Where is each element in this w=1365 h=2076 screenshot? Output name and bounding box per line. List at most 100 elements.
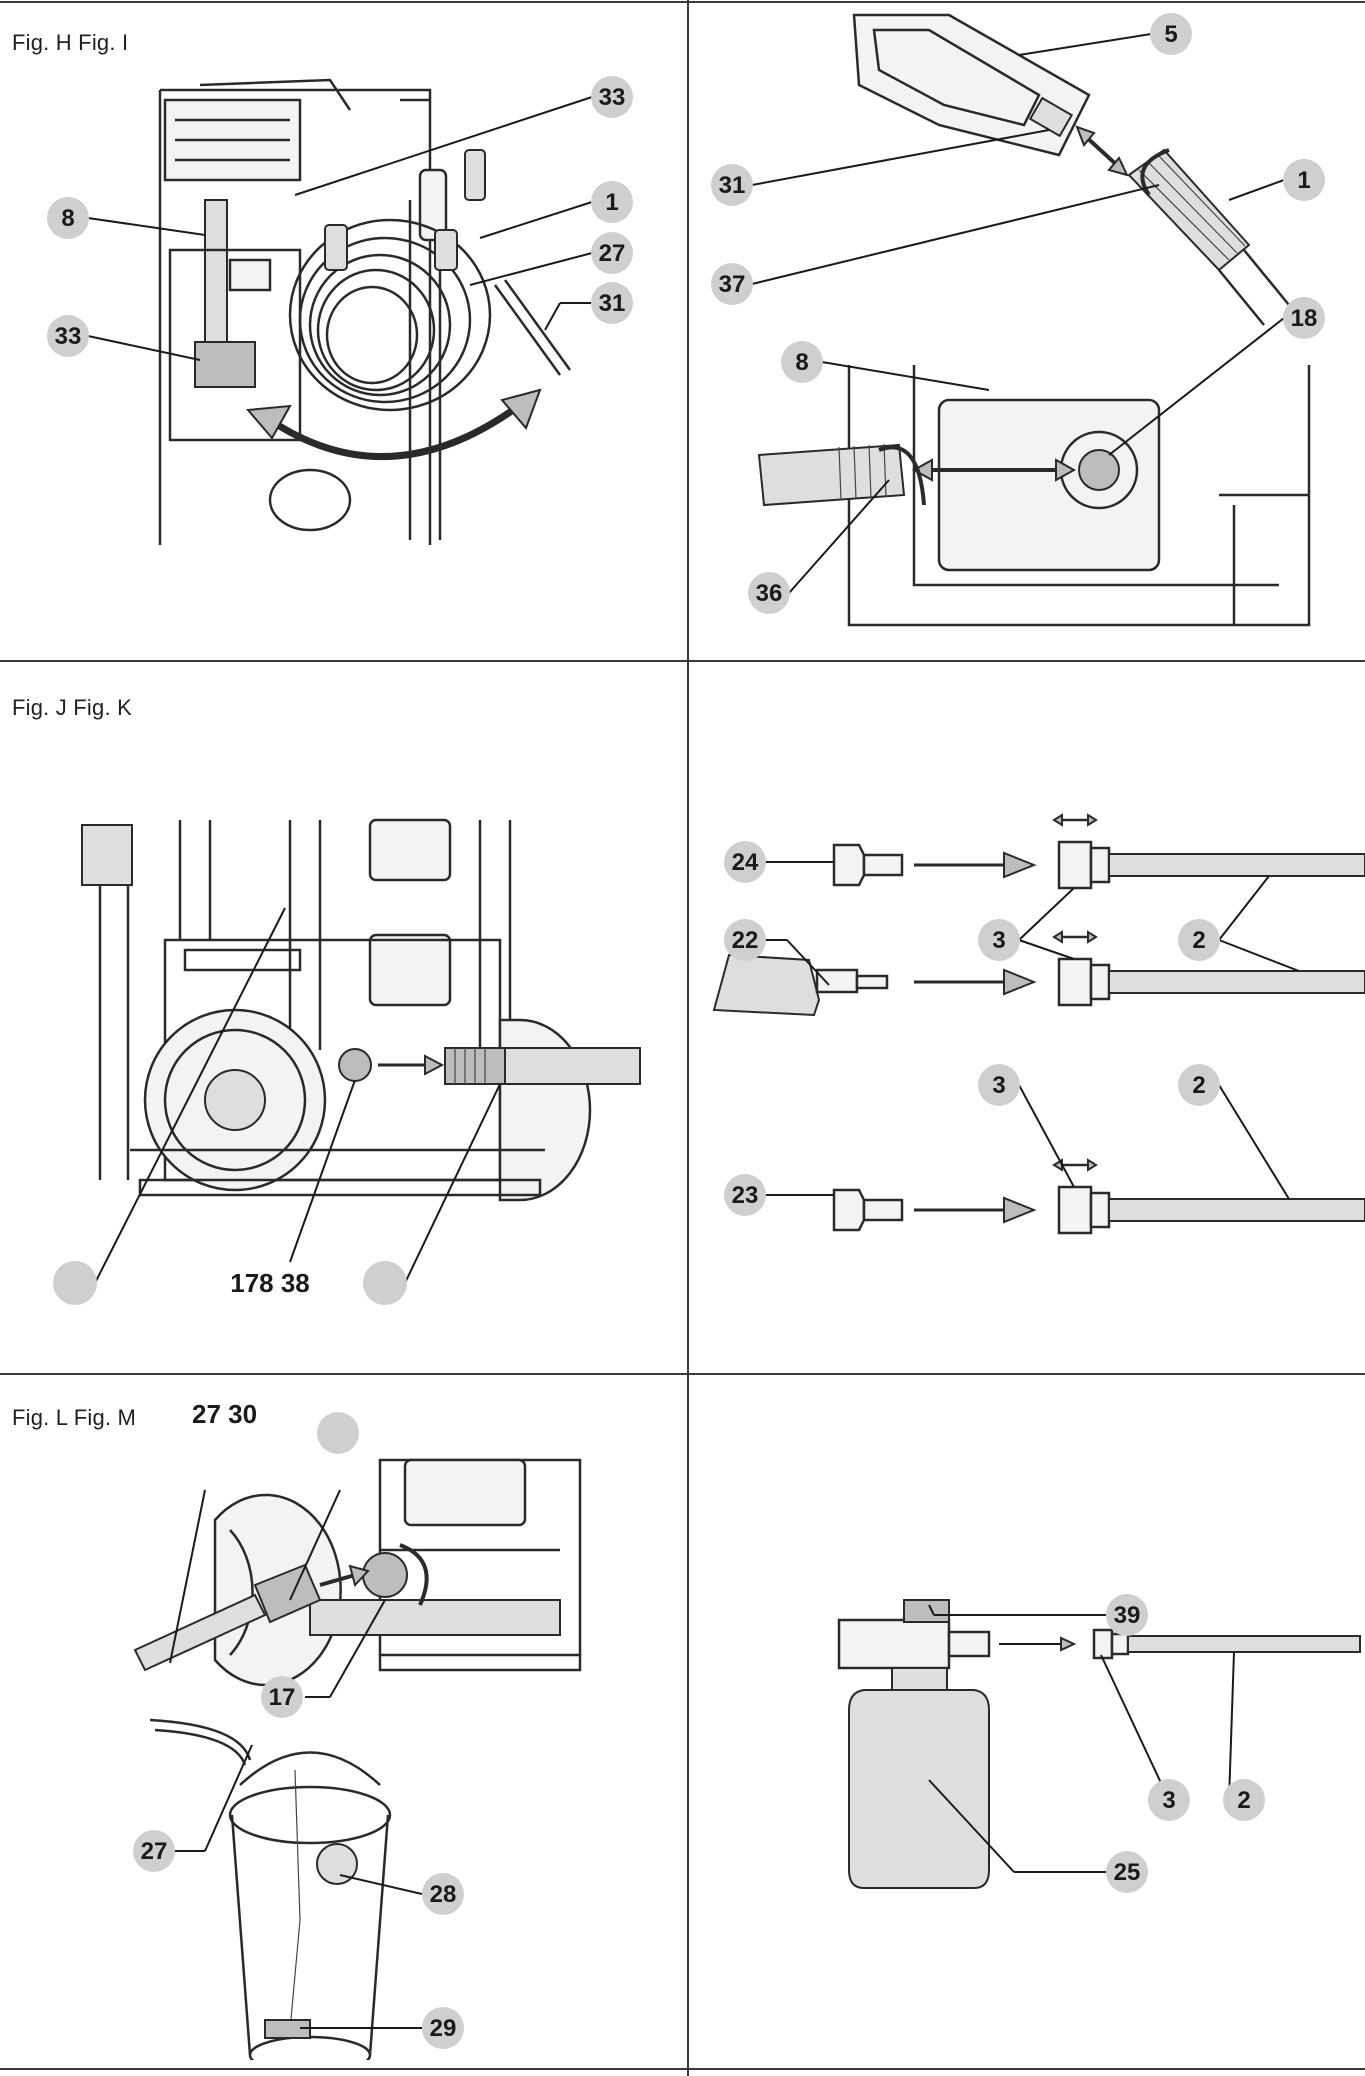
gun-holder	[81, 824, 133, 886]
leader-25	[928, 1779, 1015, 1873]
figure-k: 24 22 3 2 3 2	[689, 800, 1365, 1240]
callout-8: 8	[781, 341, 823, 383]
leader-31	[751, 129, 1050, 186]
callout-33-left: 33	[47, 315, 89, 357]
callout-17-8-38-label: 178 38	[230, 1268, 310, 1298]
turbo-nozzle-22-body	[712, 953, 821, 1017]
float-28	[316, 1843, 358, 1885]
top-rule	[0, 1, 1365, 3]
callout-label: 2	[1192, 1072, 1205, 1099]
arrowhead	[1075, 125, 1096, 147]
rotation-arrow	[268, 402, 523, 461]
callout-label: 29	[430, 2015, 457, 2042]
leader-30	[289, 1489, 341, 1601]
suction-hose-lower	[149, 1718, 252, 1761]
leader-18	[1108, 317, 1285, 456]
twist-arrow-lower	[878, 445, 926, 506]
lance-2a	[1108, 853, 1365, 877]
callout-31: 31	[711, 164, 753, 206]
coupler-3b-ring	[1089, 963, 1111, 1001]
leader-3a	[1018, 887, 1075, 941]
leader-8	[821, 361, 990, 391]
callout-36: 36	[748, 572, 790, 614]
hose-coil-inner	[325, 285, 419, 385]
switch-block	[228, 258, 272, 292]
callout-3-top: 3	[978, 919, 1020, 961]
figure-l: 27 30 17 27 28 29	[0, 1400, 686, 2060]
coupler-3	[1092, 1628, 1114, 1660]
water-inlet	[338, 1048, 372, 1082]
callout-label: 1	[1297, 167, 1310, 194]
gun-outlet	[1028, 96, 1074, 138]
leader-3b-up	[1018, 939, 1075, 960]
clip-bracket	[194, 341, 256, 388]
arrowhead-1	[1003, 851, 1037, 879]
callout-blank-right	[363, 1261, 407, 1305]
outlet-port	[1078, 449, 1120, 491]
callout-label: 27	[599, 240, 626, 267]
coupler-ring	[1110, 1632, 1130, 1656]
leader-3	[1100, 1654, 1170, 1801]
coupler-ribs	[454, 1048, 486, 1084]
uprights	[178, 820, 322, 1050]
leader-5	[1018, 33, 1152, 56]
rotation-arrowhead-right	[500, 388, 542, 430]
leader-1	[479, 201, 593, 239]
water-inlet-17	[362, 1552, 408, 1598]
wheel-tread	[229, 1529, 254, 1656]
frame-bar	[1219, 493, 1309, 625]
callout-31: 31	[591, 282, 633, 324]
callout-label: 1	[605, 189, 618, 216]
leader-1	[1228, 179, 1285, 201]
nozzle-23-body	[832, 1188, 866, 1232]
callout-label: 36	[756, 580, 783, 607]
hose-ribs	[1138, 155, 1246, 261]
callout-8: 8	[47, 197, 89, 239]
callout-24: 24	[724, 841, 766, 883]
arrowhead	[1107, 156, 1129, 177]
callout-2-top: 2	[1178, 919, 1220, 961]
battery-lines	[175, 118, 290, 162]
nozzle-23-tip	[862, 1198, 904, 1222]
wheel-left-rim	[163, 1028, 307, 1172]
arrowhead-2	[1003, 968, 1037, 996]
bottle-neck	[891, 1667, 948, 1691]
callout-27-30-label: 27 30	[192, 1400, 257, 1429]
callout-27: 27	[133, 1830, 175, 1872]
caption-fig-l-m: Fig. L Fig. M	[12, 1405, 137, 1430]
coupler-3a	[1057, 840, 1093, 890]
hose-coil-outer	[288, 218, 492, 412]
callout-label: 3	[1162, 1787, 1175, 1814]
spray-gun-grip	[852, 13, 1091, 157]
base-bar	[138, 1178, 542, 1197]
housing-slot	[183, 948, 302, 972]
suction-hose	[133, 1593, 267, 1672]
callout-label: 31	[719, 172, 746, 199]
foam-cannon-body	[837, 1618, 951, 1670]
callout-label: 37	[719, 271, 746, 298]
coupler-3c-ring	[1089, 1191, 1111, 1229]
battery-1	[368, 818, 452, 882]
callout-label: 22	[732, 927, 759, 954]
spray-gun-hook	[464, 149, 486, 201]
hose-body	[1218, 249, 1290, 326]
twist-arrow	[1140, 148, 1170, 197]
garden-hose	[504, 1047, 641, 1085]
callout-1: 1	[591, 181, 633, 223]
frame-outline	[158, 88, 432, 545]
callout-label: 31	[599, 290, 626, 317]
callout-label: 2	[1237, 1787, 1250, 1814]
column-divider	[687, 0, 689, 2076]
caption-fig-h-i: Fig. H Fig. I	[12, 30, 129, 55]
figure-j-drawing: 178 38	[53, 818, 641, 1305]
hose-hook	[418, 168, 448, 242]
arrowhead	[1060, 1636, 1077, 1652]
lance-2c	[1108, 1198, 1365, 1222]
hose-fitting-right	[434, 229, 458, 271]
callout-29: 29	[422, 2007, 464, 2049]
foam-cannon-connector	[947, 1630, 991, 1658]
leader-2b-up	[1218, 939, 1300, 972]
lance-2	[1127, 1635, 1361, 1653]
callout-2: 2	[1223, 1779, 1265, 1821]
